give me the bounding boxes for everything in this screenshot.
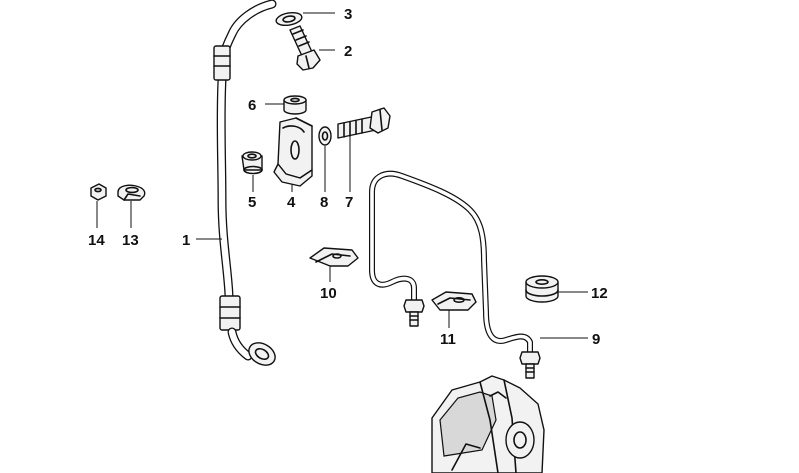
callout-9: 9 — [592, 331, 600, 348]
callout-12: 12 — [591, 285, 608, 302]
holder-bracket — [273, 117, 313, 187]
nut-14 — [90, 183, 107, 201]
brake-caliper — [431, 375, 545, 473]
brake-hose — [213, 0, 277, 366]
brake-pipe — [369, 170, 541, 379]
sealing-ring — [275, 11, 303, 27]
clip-10 — [309, 247, 359, 267]
bushing — [241, 151, 263, 175]
callout-14: 14 — [88, 232, 105, 249]
banjo-bolt — [289, 25, 321, 71]
callout-2: 2 — [344, 43, 352, 60]
leader-lines — [96, 12, 588, 339]
hex-bolt — [337, 107, 391, 139]
callout-7: 7 — [345, 194, 353, 211]
callout-13: 13 — [122, 232, 139, 249]
callout-3: 3 — [344, 6, 352, 23]
washer-8 — [318, 126, 332, 146]
callout-1: 1 — [182, 232, 190, 249]
grommet-6 — [283, 95, 307, 115]
clip-11 — [431, 291, 477, 311]
callout-6: 6 — [248, 97, 256, 114]
callout-8: 8 — [320, 194, 328, 211]
clip-13 — [117, 184, 146, 201]
callout-10: 10 — [320, 285, 337, 302]
callout-5: 5 — [248, 194, 256, 211]
callout-labels: 3 2 6 5 4 8 7 14 13 1 10 12 11 9 — [88, 6, 608, 348]
grommet-12 — [525, 275, 559, 303]
callout-4: 4 — [287, 194, 296, 211]
callout-11: 11 — [440, 331, 456, 348]
